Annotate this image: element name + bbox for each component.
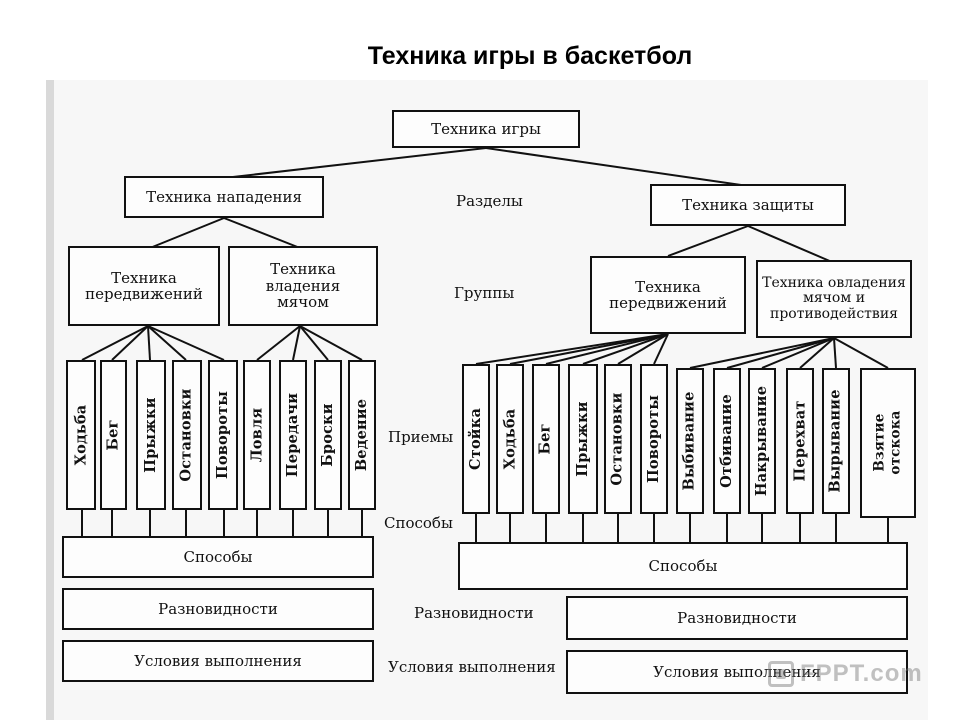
technique-label: Отбивание [718, 394, 736, 488]
technique-box: Ловля [243, 360, 271, 510]
scan-edge-shadow [46, 80, 54, 720]
technique-box: Повороты [208, 360, 238, 510]
defense-ways-label: Способы [648, 556, 718, 575]
group-defense-ball-label: Техника овладения мячом и противодействи… [762, 274, 906, 322]
technique-box: Ходьба [66, 360, 96, 510]
technique-label: Повороты [214, 390, 232, 480]
technique-box: Ходьба [496, 364, 524, 514]
attack-ways-bar: Способы [62, 536, 374, 578]
level-label-varieties: Разновидности [414, 604, 534, 622]
attack-varieties-bar: Разновидности [62, 588, 374, 630]
level-label-sections: Разделы [456, 192, 523, 210]
technique-label: Ходьба [501, 408, 519, 470]
attack-conditions-bar: Условия выполнения [62, 640, 374, 682]
technique-label: Ведение [353, 398, 371, 472]
group-defense-ball-box: Техника овладения мячом и противодействи… [756, 260, 912, 338]
defense-varieties-bar: Разновидности [566, 596, 908, 640]
technique-label: Стойка [467, 407, 485, 471]
technique-label: Повороты [645, 394, 663, 484]
attack-conditions-label: Условия выполнения [134, 651, 302, 670]
section-defense-box: Техника защиты [650, 184, 846, 226]
technique-label: Прыжки [574, 401, 592, 477]
technique-box: Прыжки [568, 364, 598, 514]
technique-box: Перехват [786, 368, 814, 514]
attack-varieties-label: Разновидности [158, 599, 278, 618]
section-defense-label: Техника защиты [682, 195, 814, 214]
page-title: Техника игры в баскетбол [367, 42, 693, 70]
technique-box: Накрывание [748, 368, 776, 514]
technique-label: Ходьба [72, 404, 90, 466]
technique-box: Ведение [348, 360, 376, 510]
level-label-ways: Способы [384, 514, 453, 532]
technique-box: Повороты [640, 364, 668, 514]
technique-label: Прыжки [142, 397, 160, 473]
technique-box: Бег [100, 360, 127, 510]
technique-box: Выбивание [676, 368, 704, 514]
technique-label: Бег [104, 419, 122, 451]
level-label-techniques: Приемы [388, 428, 454, 446]
technique-label: Перехват [791, 400, 809, 482]
technique-box: Вырывание [822, 368, 850, 514]
level-label-groups: Группы [454, 284, 515, 302]
technique-box: Передачи [279, 360, 307, 510]
technique-label: Остановки [178, 388, 196, 482]
technique-box: Бег [532, 364, 560, 514]
group-attack-movement-label: Техника передвижений [85, 268, 203, 303]
technique-label: Взятие отскока [871, 410, 904, 476]
technique-box: Остановки [172, 360, 202, 510]
group-attack-movement-box: Техника передвижений [68, 246, 220, 326]
technique-box: Стойка [462, 364, 490, 514]
root-box: Техника игры [392, 110, 580, 148]
group-attack-ball-label: Техника владения мячом [265, 260, 341, 312]
technique-label: Передачи [284, 392, 302, 478]
technique-box: Броски [314, 360, 342, 510]
technique-label: Ловля [248, 407, 266, 463]
technique-box: Отбивание [713, 368, 741, 514]
technique-box-two-line: Взятие отскока [860, 368, 916, 518]
watermark: FPPT.com [768, 654, 928, 694]
group-defense-movement-box: Техника передвижений [590, 256, 746, 334]
technique-box: Остановки [604, 364, 632, 514]
technique-label: Вырывание [827, 389, 845, 493]
defense-varieties-label: Разновидности [677, 608, 797, 627]
level-label-conditions: Условия выполнения [388, 658, 556, 676]
section-attack-box: Техника нападения [124, 176, 324, 218]
watermark-text: FPPT.com [800, 660, 923, 687]
technique-box: Прыжки [136, 360, 166, 510]
section-attack-label: Техника нападения [146, 187, 302, 206]
technique-label: Остановки [609, 392, 627, 486]
root-label: Техника игры [431, 119, 541, 138]
technique-label: Выбивание [681, 391, 699, 491]
presentation-logo-icon [768, 661, 794, 687]
technique-label: Бег [537, 423, 555, 455]
group-attack-ball-box: Техника владения мячом [228, 246, 378, 326]
attack-ways-label: Способы [183, 547, 253, 566]
group-defense-movement-label: Техника передвижений [609, 277, 727, 312]
technique-label: Броски [319, 403, 337, 467]
defense-ways-bar: Способы [458, 542, 908, 590]
technique-label: Накрывание [753, 385, 771, 497]
